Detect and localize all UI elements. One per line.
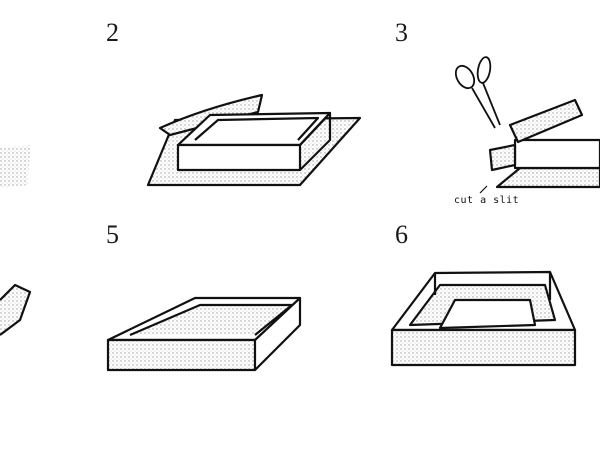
step-1-partial xyxy=(0,145,30,188)
step-5-drawing xyxy=(106,296,302,372)
step-3-drawing xyxy=(454,56,600,194)
step-number: 2 xyxy=(106,18,119,47)
scissors-icon xyxy=(454,56,501,129)
step-note: cut a slit xyxy=(454,195,520,206)
step-6-drawing xyxy=(390,270,577,367)
step-4-partial xyxy=(0,283,32,336)
step-2-drawing xyxy=(146,93,362,187)
step-number: 3 xyxy=(395,18,408,47)
step-number: 6 xyxy=(395,220,408,249)
step-number: 5 xyxy=(106,220,119,249)
